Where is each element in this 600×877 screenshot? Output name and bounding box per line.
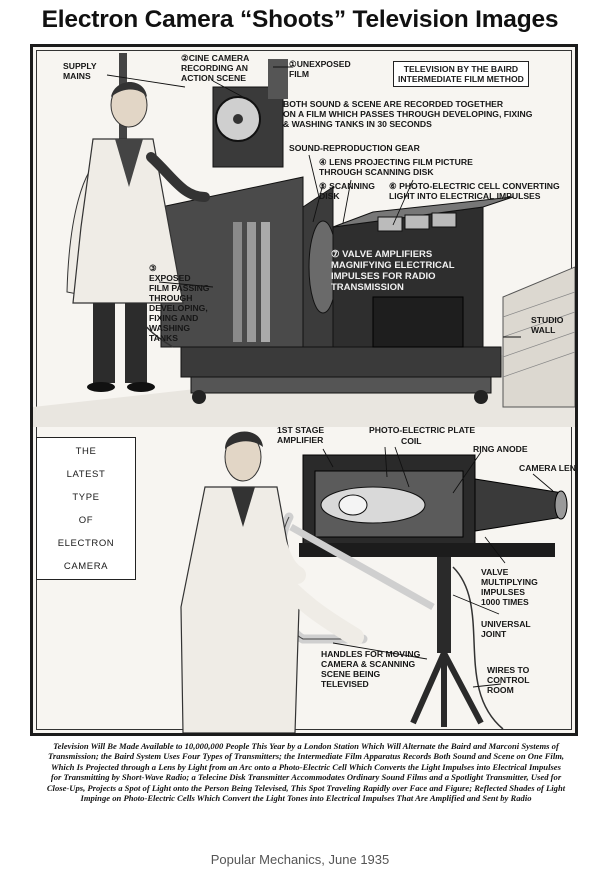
- illustration-frame: TELEVISION BY THE BAIRD INTERMEDIATE FIL…: [30, 44, 578, 736]
- trousers: [93, 303, 115, 383]
- label-ring-anode: RING ANODE: [473, 444, 528, 454]
- amplifier-block: [372, 296, 464, 348]
- valve-tube: [404, 214, 430, 230]
- shoe: [87, 382, 115, 392]
- studio-wall: [502, 266, 575, 408]
- arm: [260, 558, 364, 646]
- label-coil: COIL: [401, 436, 422, 446]
- shoe: [127, 382, 155, 392]
- machine-cart: [190, 376, 492, 394]
- label-photo-electric-cell: ⑥ PHOTO-ELECTRIC CELL CONVERTING LIGHT I…: [389, 181, 560, 201]
- lower-handle: [289, 523, 435, 611]
- label-supply-mains: SUPPLY MAINS: [63, 61, 97, 81]
- wall-bricks: [502, 291, 575, 378]
- machine-base: [180, 346, 502, 378]
- leader-lines: [106, 66, 521, 338]
- label-scanning-disk: ⑤ SCANNING DISK: [319, 181, 375, 201]
- tripod-column: [437, 557, 451, 653]
- source-credit: Popular Mechanics, June 1935: [210, 852, 390, 867]
- washing-tank: [233, 222, 242, 342]
- reaching-arm: [146, 152, 210, 202]
- caption: Television Will Be Made Available to 10,…: [46, 741, 566, 804]
- label-sound-and-scene: BOTH SOUND & SCENE ARE RECORDED TOGETHER…: [283, 99, 533, 129]
- label-cine-camera: ②CINE CAMERA RECORDING AN ACTION SCENE: [181, 53, 250, 83]
- label-valve-amplifiers: ⑦ VALVE AMPLIFIERS MAGNIFYING ELECTRICAL…: [331, 249, 455, 293]
- lab-coat: [180, 486, 300, 733]
- leader-lines: [322, 446, 554, 688]
- camera-platform: [299, 543, 555, 557]
- cart-wheel: [192, 390, 206, 404]
- spool-hub: [233, 114, 243, 124]
- electron-tube: [320, 486, 426, 524]
- label-camera-lens: CAMERA LENS: [519, 463, 578, 473]
- label-studio-wall: STUDIO WALL: [531, 315, 564, 335]
- label-sound-gear: SOUND-REPRODUCTION GEAR: [289, 143, 420, 153]
- illustration: [33, 53, 575, 733]
- top-scene: [33, 53, 575, 427]
- fixing-tank: [247, 222, 256, 342]
- trousers: [125, 303, 147, 383]
- label-lens-projecting: ④ LENS PROJECTING FILM PICTURE THROUGH S…: [319, 157, 473, 177]
- label-wires: WIRES TO CONTROL ROOM: [487, 665, 530, 695]
- valve-tube: [431, 212, 457, 228]
- wires-to-control-room: [452, 566, 504, 730]
- tie: [115, 139, 143, 187]
- hair: [225, 431, 263, 449]
- camera-lens-top: [268, 59, 288, 99]
- label-first-stage-amplifier: 1ST STAGE AMPLIFIER: [277, 425, 325, 445]
- developing-tank: [261, 222, 270, 342]
- label-unexposed-film: ①UNEXPOSED FILM: [289, 59, 351, 79]
- method-box: TELEVISION BY THE BAIRD INTERMEDIATE FIL…: [393, 61, 529, 87]
- label-handles: HANDLES FOR MOVING CAMERA & SCANNING SCE…: [321, 649, 421, 689]
- photo-electric-plate: [338, 494, 368, 516]
- tripod-legs: [410, 651, 484, 727]
- headline: Electron Camera “Shoots” Television Imag…: [41, 6, 559, 33]
- label-valve-multiplying: VALVE MULTIPLYING IMPULSES 1000 TIMES: [481, 567, 538, 607]
- cart-wheel: [474, 390, 488, 404]
- label-exposed-film: ③ EXPOSED FILM PASSING THROUGH DEVELOPIN…: [149, 263, 210, 343]
- latest-type-box: THE LATEST TYPE OF ELECTRON CAMERA: [36, 437, 136, 580]
- hair: [111, 82, 147, 97]
- camera-lens: [554, 490, 568, 520]
- tie: [231, 487, 255, 527]
- camera-lens-barrel: [474, 478, 564, 532]
- label-photo-electric-plate: PHOTO-ELECTRIC PLATE: [369, 425, 476, 435]
- arm: [260, 508, 306, 584]
- lab-coat: [72, 138, 184, 304]
- label-universal-joint: UNIVERSAL JOINT: [481, 619, 531, 639]
- valve-tube: [377, 216, 403, 232]
- bottom-scene: [106, 66, 568, 733]
- latest-type-text: THE LATEST TYPE OF ELECTRON CAMERA: [57, 445, 115, 572]
